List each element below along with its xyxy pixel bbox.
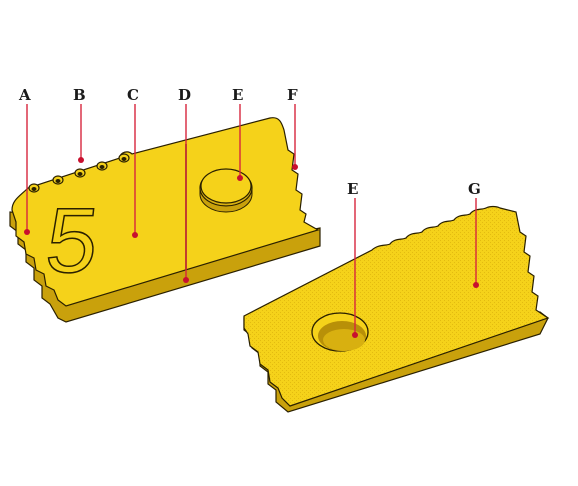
label-d: D <box>178 86 191 104</box>
circle-recess-right <box>311 312 369 352</box>
dot-g <box>473 282 479 288</box>
label-a: A <box>18 86 31 104</box>
dot-e-right <box>352 332 358 338</box>
label-b: B <box>73 86 86 104</box>
dot-d <box>183 277 189 283</box>
dot-a <box>24 229 30 235</box>
engraved-numeral: 5 <box>41 188 103 292</box>
front-ticket: 5 <box>9 117 321 323</box>
dot-f <box>292 164 298 170</box>
front-ticket-face <box>11 117 320 307</box>
back-ticket-face <box>243 205 550 407</box>
label-e-left: E <box>232 86 243 104</box>
label-c: C <box>127 86 139 104</box>
circle-recess-left <box>199 168 253 213</box>
label-f: F <box>287 86 298 104</box>
callouts: A B C D E F E G <box>18 86 481 338</box>
back-ticket <box>243 205 550 413</box>
dot-b <box>78 157 84 163</box>
perforation-holes <box>28 153 130 193</box>
label-e-right: E <box>347 180 358 198</box>
label-g: G <box>468 180 481 198</box>
dot-e-left <box>237 175 243 181</box>
dot-c <box>132 232 138 238</box>
